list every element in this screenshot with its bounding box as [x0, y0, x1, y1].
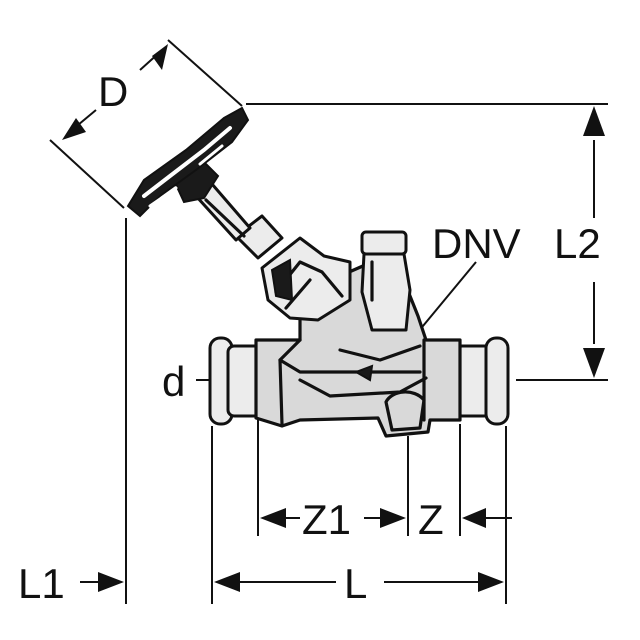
- dimension-lines: [49, 39, 608, 604]
- bonnet: [260, 236, 352, 322]
- label-z1: Z1: [302, 496, 351, 543]
- test-port-cap: [360, 230, 408, 256]
- label-d-wheel-diameter: D: [98, 68, 128, 115]
- label-d-pipe: d: [162, 358, 185, 405]
- label-l1: L1: [18, 560, 65, 607]
- label-l: L: [344, 560, 367, 607]
- label-l2: L2: [554, 220, 601, 267]
- right-press-ring: [484, 336, 510, 426]
- valve-body-drawing: [126, 106, 510, 438]
- packing-nut: [234, 214, 284, 260]
- label-dnv: DNV: [432, 220, 521, 267]
- label-z: Z: [418, 496, 444, 543]
